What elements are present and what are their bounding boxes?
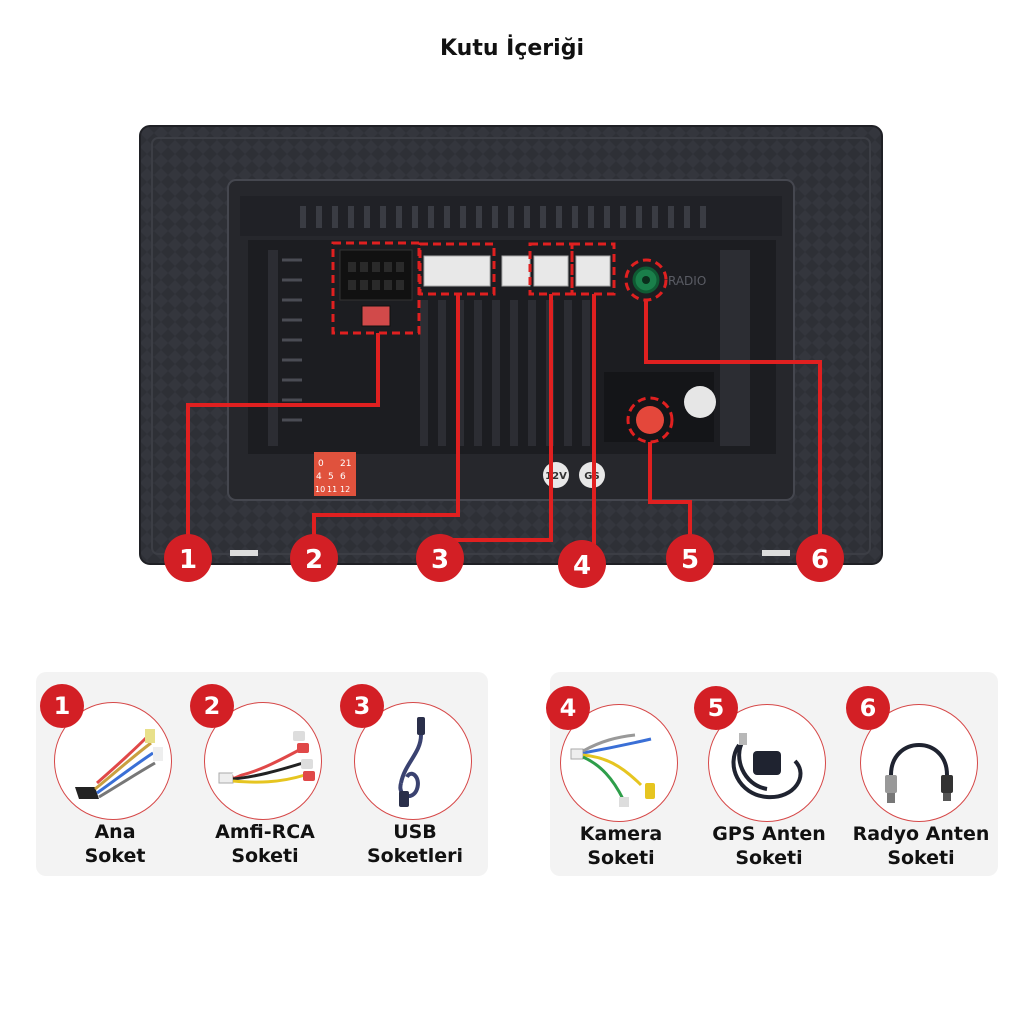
camera-harness-icon [570, 733, 655, 807]
main-harness-icon [75, 729, 163, 799]
item-label: USB Soketleri [366, 821, 464, 867]
item-label: Kamera Soketi [579, 823, 663, 869]
pin-label-5: 5 [328, 472, 334, 482]
pin-label-6: 6 [340, 472, 346, 482]
item-number-badge: 6 [846, 686, 890, 730]
item-number-badge: 5 [694, 686, 738, 730]
item-label: Ana Soket [84, 821, 146, 867]
radio-antenna-icon [885, 743, 953, 803]
12v-mark: 12V [545, 471, 567, 482]
marker-5: 5 [681, 545, 699, 575]
item-label: GPS Anten Soketi [712, 823, 826, 869]
item-number-badge: 2 [190, 684, 234, 728]
marker-2: 2 [305, 545, 323, 575]
item-number-badge: 4 [546, 686, 590, 730]
radio-label: RADIO [668, 274, 706, 288]
usb-cable-icon [398, 717, 425, 807]
pin-label-12: 12 [340, 485, 350, 494]
pin-label-10: 10 [315, 485, 325, 494]
marker-4: 4 [573, 551, 591, 581]
marker-3: 3 [431, 545, 449, 575]
rca-harness-icon [218, 731, 315, 784]
item-number-badge: 1 [40, 684, 84, 728]
marker-1: 1 [179, 545, 197, 575]
pin-label-0: 0 [318, 459, 324, 469]
pin-label-4: 4 [316, 472, 322, 482]
item-label: Radyo Anten Soketi [852, 823, 990, 869]
gps-antenna-icon [731, 733, 803, 800]
pin-label-21: 21 [340, 459, 351, 469]
page-title: Kutu İçeriği [440, 36, 584, 61]
item-label: Amfi-RCA Soketi [215, 821, 315, 867]
marker-6: 6 [811, 545, 829, 575]
head-unit-rear-illustration: RADIO 0 21 4 5 6 10 11 12 12V GS 1 2 [139, 125, 883, 588]
item-number-badge: 3 [340, 684, 384, 728]
pin-label-11: 11 [327, 485, 337, 494]
